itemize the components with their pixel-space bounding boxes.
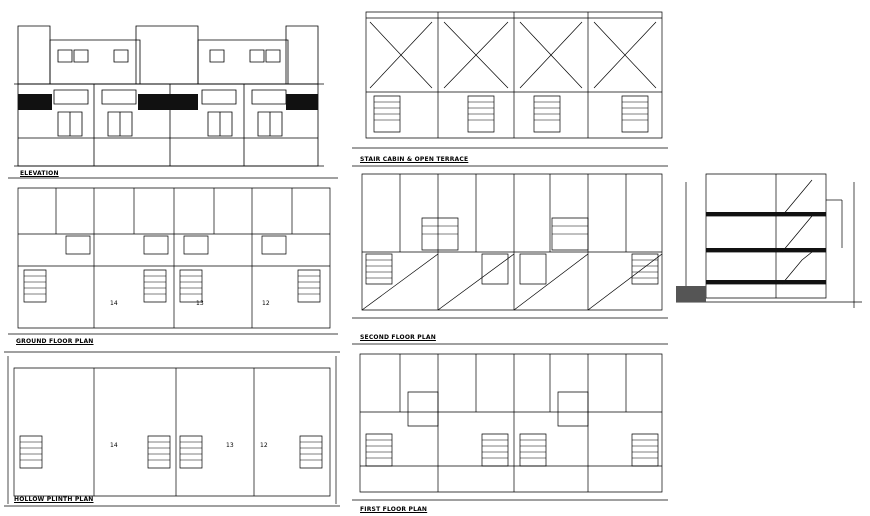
stair-cabin-caption: STAIR CABIN & OPEN TERRACE bbox=[360, 156, 469, 163]
plinth-unit-13: 13 bbox=[226, 442, 234, 449]
hollow-plinth-caption: HOLLOW PLINTH PLAN bbox=[14, 496, 94, 503]
ground-floor-plan bbox=[8, 174, 338, 336]
ground-unit-12: 12 bbox=[262, 300, 270, 307]
elevation-caption: ELEVATION bbox=[20, 170, 59, 177]
second-floor-plan bbox=[352, 162, 668, 322]
elevation-drawing bbox=[14, 20, 324, 172]
plinth-unit-12: 12 bbox=[260, 442, 268, 449]
first-floor-plan bbox=[352, 340, 668, 504]
section-drawing bbox=[676, 160, 862, 312]
ground-unit-14: 14 bbox=[110, 300, 118, 307]
plinth-unit-14: 14 bbox=[110, 442, 118, 449]
ground-unit-13: 13 bbox=[196, 300, 204, 307]
stair-cabin-plan bbox=[352, 8, 668, 156]
second-floor-caption: SECOND FLOOR PLAN bbox=[360, 334, 436, 341]
hollow-plinth-plan bbox=[4, 346, 340, 512]
ground-floor-caption: GROUND FLOOR PLAN bbox=[16, 338, 94, 345]
first-floor-caption: FIRST FLOOR PLAN bbox=[360, 506, 428, 513]
